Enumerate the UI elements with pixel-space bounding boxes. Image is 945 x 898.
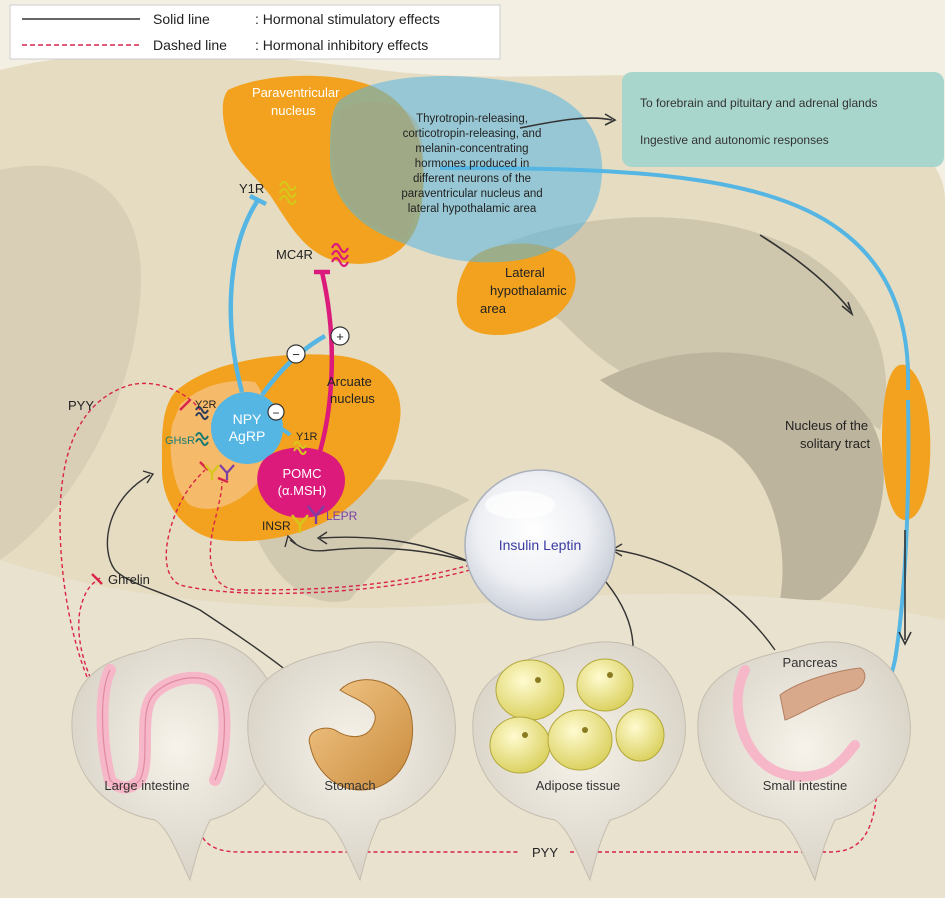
pyy-left-label: PYY — [68, 398, 94, 413]
large-intestine-label: Large intestine — [104, 778, 189, 793]
y2r-label: Y2R — [195, 399, 216, 411]
lateral-label-1: Lateral — [505, 265, 545, 280]
sign-minus-1: − — [287, 345, 305, 363]
svg-text:Thyrotropin-releasing,: Thyrotropin-releasing, — [416, 113, 528, 125]
insr-label: INSR — [262, 519, 291, 533]
svg-text:melanin-concentrating: melanin-concentrating — [415, 143, 528, 155]
svg-text:hormones produced in: hormones produced in — [415, 158, 529, 170]
msh-label: (α.MSH) — [278, 483, 327, 498]
ghsr-label: GHsR — [165, 435, 195, 447]
nts-label-2: solitary tract — [800, 436, 870, 451]
y1r-arc-label: Y1R — [296, 431, 317, 443]
paraventricular-label-1: Paraventricular — [252, 85, 340, 100]
agrp-label: AgRP — [229, 428, 266, 444]
output-box: To forebrain and pituitary and adrenal g… — [622, 72, 944, 167]
svg-text:lateral hypothalamic area: lateral hypothalamic area — [408, 203, 537, 215]
lepr-label: LEPR — [326, 509, 358, 523]
nts-label-1: Nucleus of the — [785, 418, 868, 433]
svg-text:+: + — [336, 329, 344, 344]
pancreas-label: Pancreas — [783, 655, 838, 670]
paraventricular-label-2: nucleus — [271, 103, 316, 118]
pomc-label: POMC — [283, 466, 322, 481]
arcuate-label-1: Arcuate — [327, 374, 372, 389]
legend-solid-desc: : Hormonal stimulatory effects — [255, 11, 440, 27]
svg-text:paraventricular nucleus and: paraventricular nucleus and — [401, 188, 542, 200]
legend-solid-label: Solid line — [153, 11, 210, 27]
ghrelin-label: Ghrelin — [108, 572, 150, 587]
lateral-label-3: area — [480, 301, 507, 316]
arcuate-label-2: nucleus — [330, 391, 375, 406]
sign-minus-2: − — [268, 404, 284, 420]
svg-text:different neurons of the: different neurons of the — [413, 173, 531, 185]
y1r-top-label: Y1R — [239, 181, 264, 196]
legend-dashed-desc: : Hormonal inhibitory effects — [255, 37, 428, 53]
svg-text:−: − — [272, 406, 279, 420]
output-line-1: To forebrain and pituitary and adrenal g… — [640, 96, 878, 110]
stomach-label: Stomach — [324, 778, 375, 793]
legend: Solid line : Hormonal stimulatory effect… — [10, 5, 500, 59]
mc4r-label: MC4R — [276, 247, 313, 262]
hormones-note: Thyrotropin-releasing, corticotropin-rel… — [401, 113, 542, 215]
insulin-leptin-label: Insulin Leptin — [499, 537, 582, 553]
svg-text:−: − — [292, 347, 300, 362]
lateral-label-2: hypothalamic — [490, 283, 567, 298]
npy-label: NPY — [233, 411, 262, 427]
output-line-2: Ingestive and autonomic responses — [640, 133, 829, 147]
pyy-bottom-label: PYY — [532, 845, 558, 860]
legend-dashed-label: Dashed line — [153, 37, 227, 53]
small-intestine-label: Small intestine — [763, 778, 848, 793]
sign-plus: + — [331, 327, 349, 345]
svg-text:corticotropin-releasing, and: corticotropin-releasing, and — [403, 128, 542, 140]
adipose-label: Adipose tissue — [536, 778, 621, 793]
